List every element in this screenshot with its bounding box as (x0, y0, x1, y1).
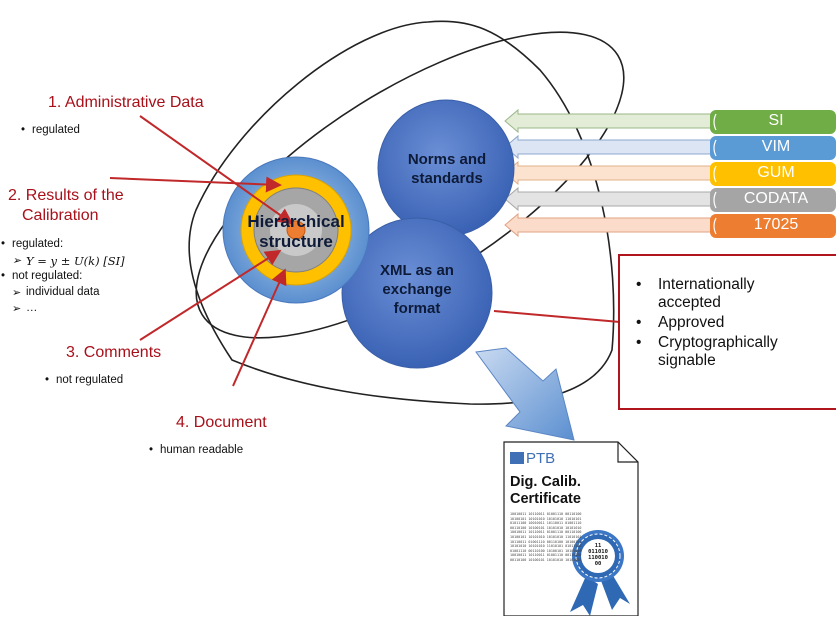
norms-label-line1: Norms and (407, 151, 487, 168)
results-title-line2: Calibration (22, 207, 99, 224)
seal-line1: 11 (594, 543, 602, 549)
pointer-callout (493, 310, 621, 323)
property-item: Cryptographically signable (636, 334, 818, 370)
document-bullet: human readable (149, 444, 243, 456)
seal-line4: 00 (594, 561, 602, 567)
xml-circle (341, 217, 493, 369)
binary-line: 10010011 10110011 01001110 00110100 (510, 553, 582, 558)
arrow-gum (504, 160, 713, 186)
binary-line: 10100101 10101010 10101010 11010101 (510, 516, 582, 521)
standard-tags (710, 110, 836, 238)
xml-label-line2: exchange (382, 281, 452, 298)
comments-bullet: not regulated (45, 374, 123, 386)
pointer-document (232, 268, 287, 387)
binary-line: 10110011 01001110 00110100 10100101 (510, 539, 582, 544)
results-individual-data: individual data (12, 286, 99, 299)
norms-label: Norms and standards (392, 150, 502, 188)
binary-line: 10010011 10110011 01001110 00110100 (510, 512, 582, 516)
certificate-title-line1: Dig. Calib. (510, 474, 581, 490)
pointer-comments (139, 249, 282, 341)
document-title: 4. Document (176, 414, 267, 431)
certificate-title-line2: Certificate (510, 491, 581, 507)
binary-line: 00110100 10100101 10101010 10101010 (510, 557, 582, 562)
xml-label: XML as an exchange format (362, 261, 472, 318)
seal-text: 11 011010 110010 00 (584, 543, 612, 567)
binary-line: 10010011 10110011 01001110 00110100 (510, 530, 582, 535)
tag-gum-label: GUM (757, 164, 795, 181)
results-ellipsis: … (13, 302, 38, 315)
target-center (286, 220, 306, 240)
tag-17025 (710, 214, 836, 238)
standard-arrows (504, 108, 713, 238)
tag-codata (710, 188, 836, 212)
pointer-admin (139, 115, 294, 225)
ptb-logo-text: PTB (526, 450, 556, 467)
certificate-document (503, 441, 639, 617)
binary-line: 10100101 10101010 10101010 11010101 (510, 534, 582, 539)
tag-si (710, 110, 836, 134)
results-not-regulated: not regulated: (1, 270, 82, 282)
seal-line2: 011010 (588, 549, 608, 555)
results-formula: Y = y ± U(k) [SI] (12, 254, 125, 268)
results-regulated: regulated: (1, 238, 63, 250)
property-item: Internationally accepted (636, 276, 808, 312)
binary-line: 01001110 00110100 10100101 10101010 (510, 548, 582, 553)
admin-data-bullet: regulated (21, 124, 80, 136)
arrow-vim (504, 134, 713, 160)
tag-17025-label: 17025 (753, 216, 799, 233)
binary-line: 01011100 10010011 10110011 01001110 (510, 521, 582, 526)
seal-rosette (572, 530, 624, 582)
admin-data-title: 1. Administrative Data (48, 94, 204, 111)
norms-label-line2: standards (411, 170, 483, 187)
arrow-17025 (504, 212, 713, 238)
tag-codata-label: CODATA (743, 190, 809, 207)
properties-list: Internationally accepted Approved Crypto… (636, 276, 818, 372)
binary-line: 00110100 10100101 10101010 10101010 (510, 525, 582, 530)
properties-callout: Internationally accepted Approved Crypto… (618, 254, 836, 410)
hierarchical-label-line2: structure (259, 232, 333, 251)
output-arrow (475, 347, 575, 441)
tag-vim (710, 136, 836, 160)
hierarchical-label: Hierarchical structure (222, 212, 370, 252)
hierarchical-label-line1: Hierarchical (247, 212, 345, 231)
arrow-codata (504, 186, 713, 212)
comments-title: 3. Comments (66, 344, 162, 361)
ptb-logo-mark (510, 452, 524, 464)
tag-gum (710, 162, 836, 186)
pointer-results (109, 176, 282, 193)
seal-ribbon (570, 574, 630, 616)
xml-label-line3: format (393, 300, 441, 317)
arrow-si (504, 108, 713, 134)
property-item: Approved (636, 314, 818, 332)
results-title-line1: 2. Results of the (8, 187, 124, 204)
tag-vim-label: VIM (761, 138, 791, 155)
xml-label-line1: XML as an (380, 262, 454, 279)
tag-si-label: SI (768, 112, 784, 129)
seal-line3: 110010 (588, 555, 608, 561)
funnel-outline (188, 20, 615, 405)
binary-line: 10101010 10101010 11010101 01011100 (510, 544, 582, 549)
